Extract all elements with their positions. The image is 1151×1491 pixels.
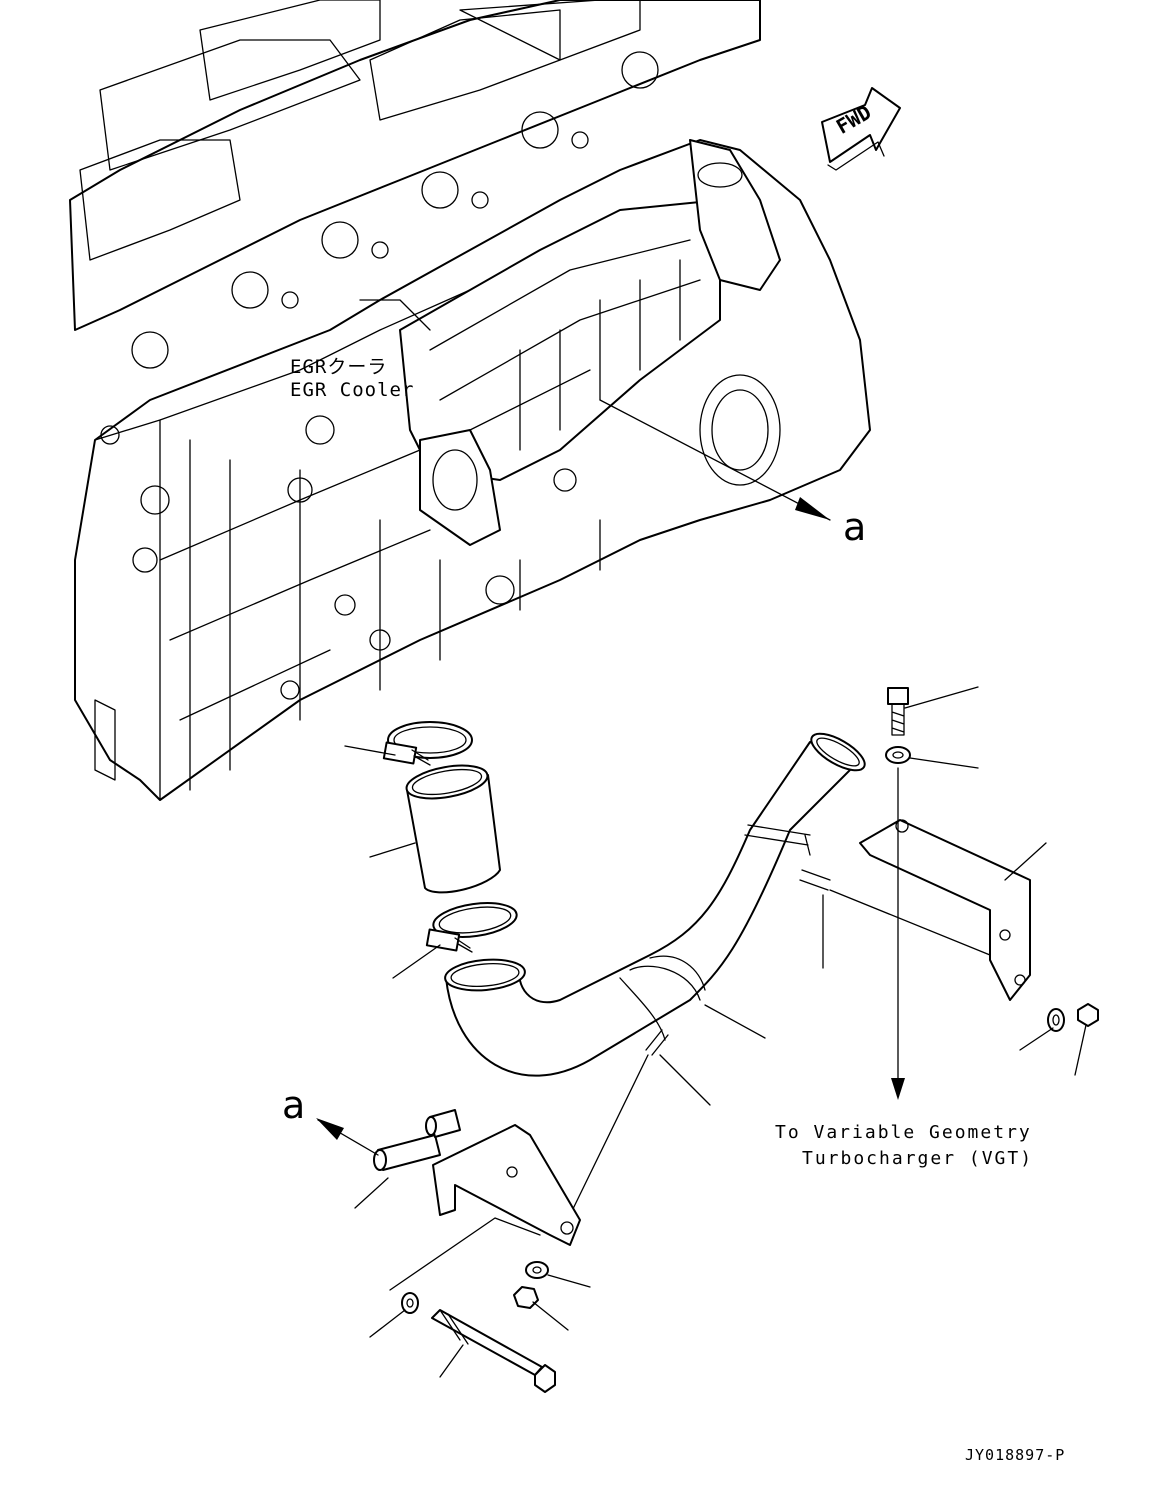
fwd-arrow-icon	[821, 87, 901, 171]
egr-cooler-label-jp: EGRクーラ	[290, 356, 388, 378]
to-vgt-label-line1: To Variable Geometry	[775, 1122, 1032, 1143]
washer-top	[885, 746, 911, 764]
nut-lower	[513, 1286, 539, 1309]
nut-right	[1077, 1003, 1099, 1027]
bolt-long	[431, 1309, 556, 1393]
bracket-upper	[799, 819, 1031, 1001]
to-vgt-label-line2: Turbocharger (VGT)	[802, 1148, 1034, 1169]
bracket-lower	[373, 1109, 581, 1246]
egr-cooler-label-en: EGR Cooler	[290, 379, 415, 401]
hose-clamp-upper	[382, 721, 473, 766]
washer-lower-left	[401, 1292, 419, 1314]
washer-lower-right	[525, 1261, 549, 1279]
to-vgt-arrow	[891, 767, 905, 1100]
ref-a-bottom-label: a	[282, 1083, 306, 1127]
callout-leaders	[344, 686, 1087, 1378]
bolt-top	[887, 687, 909, 736]
ref-a-top-label: a	[843, 505, 867, 549]
stud-lower	[569, 1029, 669, 1216]
egr-cooler	[359, 139, 781, 546]
ref-a-top-leader	[599, 399, 831, 521]
group-line	[389, 1217, 541, 1291]
ref-a-bottom-leader	[316, 1118, 379, 1156]
engine-block	[69, 0, 871, 801]
egr-pipe	[444, 732, 866, 1077]
hose-clamp-lower	[425, 902, 518, 953]
drawing-number: JY018897-P	[965, 1446, 1066, 1464]
rubber-hose	[405, 764, 501, 894]
washer-right	[1047, 1008, 1065, 1032]
